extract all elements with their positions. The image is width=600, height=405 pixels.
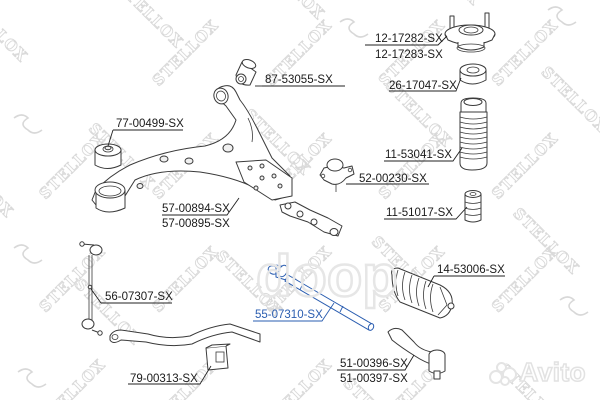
label-26-17047[interactable]: 26-17047-SX [389,80,457,92]
svg-text:STELLOX: STELLOX [538,63,600,137]
svg-text:STELLOX: STELLOX [262,356,336,400]
label-14-53006[interactable]: 14-53006-SX [437,264,505,276]
outer-tie-rod-end-part[interactable] [387,327,446,380]
label-11-51017[interactable]: 11-51017-SX [386,207,453,219]
bump-stop-part[interactable] [464,190,482,223]
label-12-17282[interactable]: 12-17282-SX [375,33,443,45]
label-79-00313[interactable]: 79-00313-SX [130,373,198,385]
inner-tie-rod-part[interactable] [267,264,375,331]
label-87-53055[interactable]: 87-53055-SX [265,74,333,86]
label-11-53041[interactable]: 11-53041-SX [385,149,452,161]
stabilizer-link-part[interactable] [79,241,103,336]
stabilizer-bar-part[interactable] [109,323,261,347]
dust-boot-part[interactable] [459,97,488,171]
leader-lines [90,35,505,385]
ball-joint-part[interactable] [319,158,355,192]
steering-rack-boot-part[interactable] [391,267,455,319]
label-52-00230[interactable]: 52-00230-SX [359,173,427,185]
strut-mount-part[interactable] [444,12,496,53]
part-labels: 12-17282-SX 12-17283-SX 26-17047-SX 87-5… [105,33,505,385]
label-56-07307[interactable]: 56-07307-SX [105,291,173,303]
svg-text:STELLOX: STELLOX [488,129,562,203]
control-arm-bushing-upper-part[interactable] [235,58,257,86]
avito-logo-icon [489,361,518,386]
label-12-17283[interactable]: 12-17283-SX [375,49,443,61]
avito-watermark: Avito [489,356,587,388]
label-77-00499[interactable]: 77-00499-SX [116,118,184,130]
avito-wordmark: Avito [519,356,587,388]
overlay-watermark-text: doop [256,244,398,309]
svg-text:STELLOX: STELLOX [0,0,31,66]
svg-text:STELLOX: STELLOX [255,0,329,23]
label-51-00396[interactable]: 51-00396-SX [340,358,408,370]
strut-bearing-part[interactable] [459,63,487,85]
control-arm-bushing-front-part[interactable] [94,143,122,169]
label-55-07310-highlighted[interactable]: 55-07310-SX [255,309,323,321]
svg-text:STELLOX: STELLOX [36,356,110,400]
svg-text:STELLOX: STELLOX [0,148,17,222]
svg-text:STELLOX: STELLOX [410,0,484,9]
lower-control-arm-part[interactable] [91,85,293,213]
stabilizer-bushing-part[interactable] [205,343,231,371]
label-57-00895[interactable]: 57-00895-SX [162,218,230,230]
svg-text:STELLOX: STELLOX [113,0,187,51]
stellox-logo-marks [13,6,589,388]
svg-text:STELLOX: STELLOX [149,242,223,316]
label-51-00397[interactable]: 51-00397-SX [340,373,408,385]
label-57-00894[interactable]: 57-00894-SX [162,203,230,215]
subframe-bracket-part[interactable] [279,201,343,237]
